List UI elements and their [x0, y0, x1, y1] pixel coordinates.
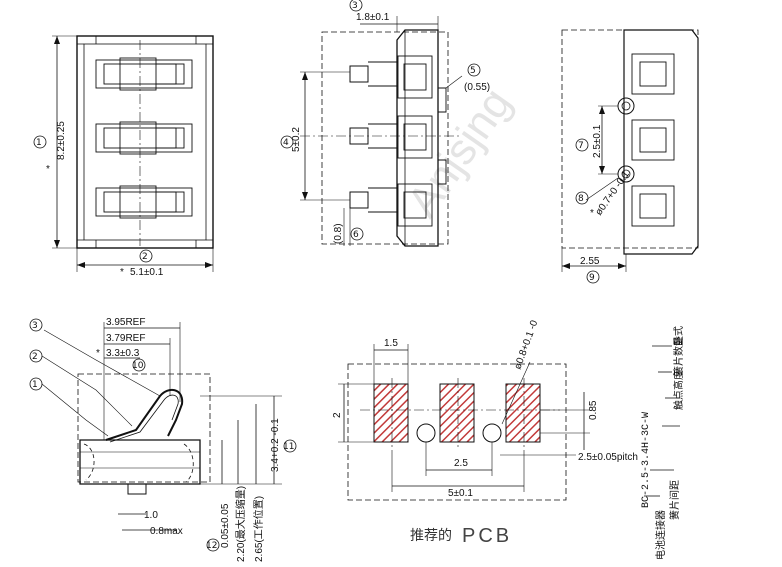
- label-count: 簧片数量: [672, 336, 685, 376]
- dim-08max: 0.8max: [150, 526, 183, 537]
- dim-spacing: 2.5±0.1: [592, 124, 603, 158]
- dim-379: 3.79REF: [106, 333, 145, 344]
- dim-offset: (0.55): [464, 82, 490, 93]
- callout-4-num: 4: [283, 138, 289, 148]
- label-lying: 卧式: [672, 326, 685, 346]
- pcb-dim-085: 0.85: [588, 400, 599, 420]
- view-bottom-left: [29, 318, 297, 552]
- dim-33: 3.3±0.3: [106, 348, 140, 359]
- pcb-dim-2: 2: [332, 412, 343, 418]
- dim-pitch: 5±0.2: [291, 127, 302, 152]
- label-connector: 电池连接器: [654, 510, 667, 560]
- star-mark-3: *: [590, 208, 594, 219]
- callout-2b-num: 2: [32, 352, 38, 362]
- dim-height: 8.2±0.25: [56, 121, 67, 160]
- callout-8-num: 8: [578, 194, 584, 204]
- callout-3-num: 3: [352, 1, 358, 11]
- callout-10-num: 10: [132, 361, 144, 371]
- callout-3b-num: 3: [32, 321, 38, 331]
- dim-395: 3.95REF: [106, 317, 145, 328]
- dim-width: 5.1±0.1: [130, 267, 164, 278]
- callout-1-num: 1: [36, 138, 42, 148]
- pcb-dim-pitch: 2.5±0.05pitch: [578, 452, 638, 463]
- callout-6-num: 6: [353, 230, 359, 240]
- star-mark: *: [46, 164, 50, 175]
- dim-hole: ø0.7+0 -0.1: [593, 169, 632, 218]
- pcb-dim-25: 2.5: [454, 458, 468, 469]
- callout-5-num: 5: [470, 66, 476, 76]
- dim-005: 0.05±0.05: [220, 503, 231, 548]
- pcb-dim-hole: ø0.8+0.1 -0: [512, 319, 540, 371]
- callout-12-num: 12: [206, 541, 217, 551]
- dim-220: 2.20(最大压缩量): [234, 486, 247, 562]
- dim-front-width: 2.55: [580, 256, 600, 267]
- label-height: 触点高度: [672, 370, 685, 410]
- view-top-left: [33, 35, 214, 272]
- part-number-code: BC-2.5-3.4H-3C-W: [641, 412, 652, 508]
- dim-10: 1.0: [144, 510, 158, 521]
- star-mark-2: *: [120, 267, 124, 278]
- pcb-dim-15: 1.5: [384, 338, 398, 349]
- callout-7-num: 7: [578, 141, 584, 151]
- dim-lower: (0.8): [333, 223, 344, 244]
- pcb-dim-5: 5±0.1: [448, 488, 473, 499]
- part-number-breakdown: [644, 345, 680, 497]
- pcb-caption-cn: 推荐的: [410, 528, 452, 544]
- watermark-text: Anjsjng: [398, 79, 521, 225]
- view-top-mid: [280, 0, 481, 247]
- star-mark-4: *: [96, 348, 100, 359]
- dim-265: 2.65(工作位置): [252, 496, 265, 562]
- pcb-caption-en: PCB: [462, 525, 512, 547]
- view-top-right: [561, 29, 699, 284]
- dim-top: 1.8±0.1: [356, 12, 390, 23]
- callout-9-num: 9: [589, 273, 595, 283]
- callout-1b-num: 1: [32, 380, 38, 390]
- callout-2-num: 2: [142, 252, 148, 262]
- view-pcb: [338, 344, 590, 501]
- callout-11-num: 11: [283, 442, 294, 452]
- label-pitch: 簧片间距: [668, 480, 681, 520]
- dim-34: 3.4+0.2 -0.1: [270, 418, 281, 472]
